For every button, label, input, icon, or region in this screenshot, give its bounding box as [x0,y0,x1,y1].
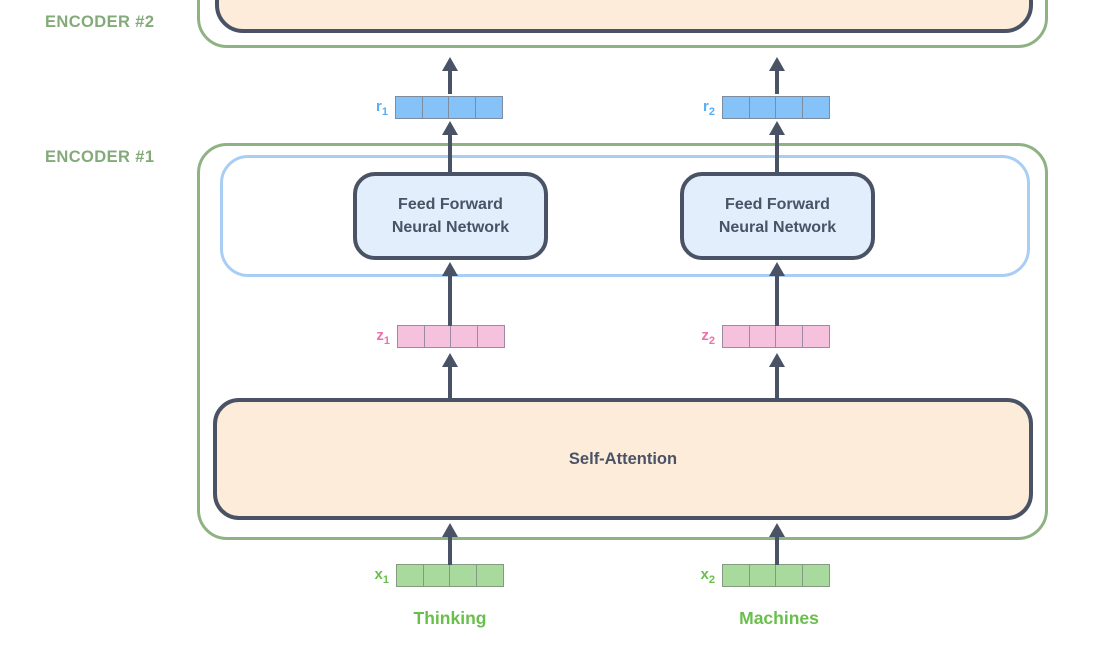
vector-cell [475,564,504,587]
arrow-ffnn1-to-r1 [442,121,458,173]
arrow-x2-to-selfattention [769,523,785,565]
vector-r1 [395,96,503,119]
encoder-2-inner-box [215,0,1033,33]
vector-cell [396,564,424,587]
feed-forward-box-2: Feed Forward Neural Network [680,172,875,260]
feed-forward-box-2-line2: Neural Network [718,219,837,236]
vector-cell [421,96,450,119]
vector-x1 [396,564,504,587]
vector-cell [801,564,830,587]
encoder-1-frame [197,143,1048,540]
encoder-2-frame [197,0,1048,48]
arrow-z1-to-ffnn1 [442,262,458,326]
vector-cell [801,96,830,119]
self-attention-label: Self-Attention [568,449,678,468]
vector-label-z2: z2 [701,327,715,347]
vector-cell [423,325,452,348]
arrowhead-icon [769,353,785,367]
vector-cell [722,564,750,587]
arrow-selfattention-to-z1 [442,353,458,399]
vector-cell [397,325,425,348]
arrow-selfattention-to-z2 [769,353,785,399]
vector-label-z1: z1 [376,327,390,347]
vector-cell [476,325,505,348]
vector-cell [448,96,476,119]
vector-cell [722,96,750,119]
arrowhead-icon [442,353,458,367]
arrow-r2-to-encoder2 [769,57,785,94]
arrow-r1-to-encoder2 [442,57,458,94]
arrowhead-icon [769,523,785,537]
encoder-1-label: ENCODER #1 [45,148,155,166]
feed-forward-layer-band [220,155,1030,277]
arrowhead-icon [442,57,458,71]
vector-cell [722,325,750,348]
arrowhead-icon [442,121,458,135]
encoder-2-label: ENCODER #2 [45,13,155,31]
vector-cell [395,96,423,119]
vector-label-x1: x1 [374,566,389,586]
vector-cell [801,325,830,348]
feed-forward-box-1: Feed Forward Neural Network [353,172,548,260]
vector-x2 [722,564,830,587]
vector-label-r2: r2 [703,98,715,118]
arrow-z2-to-ffnn2 [769,262,785,326]
vector-label-x2: x2 [700,566,715,586]
input-word-machines: Machines [739,608,819,628]
vector-cell [775,325,803,348]
vector-cell [748,96,777,119]
vector-r2 [722,96,830,119]
vector-label-r1: r1 [376,98,388,118]
arrowhead-icon [769,262,785,276]
input-word-thinking: Thinking [413,608,487,628]
arrowhead-icon [442,523,458,537]
vector-z2 [722,325,830,348]
arrowhead-icon [769,57,785,71]
arrow-ffnn2-to-r2 [769,121,785,173]
vector-cell [748,325,777,348]
feed-forward-box-1-line1: Feed Forward [398,195,503,213]
arrowhead-icon [769,121,785,135]
self-attention-box: Self-Attention [213,398,1033,520]
vector-cell [474,96,503,119]
vector-cell [422,564,451,587]
vector-cell [775,96,803,119]
vector-cell [775,564,803,587]
feed-forward-box-2-line1: Feed Forward [725,195,830,213]
arrow-x1-to-selfattention [442,523,458,565]
vector-cell [748,564,777,587]
feed-forward-box-1-line2: Neural Network [391,219,510,236]
vector-cell [449,564,477,587]
vector-cell [450,325,478,348]
arrowhead-icon [442,262,458,276]
vector-z1 [397,325,505,348]
